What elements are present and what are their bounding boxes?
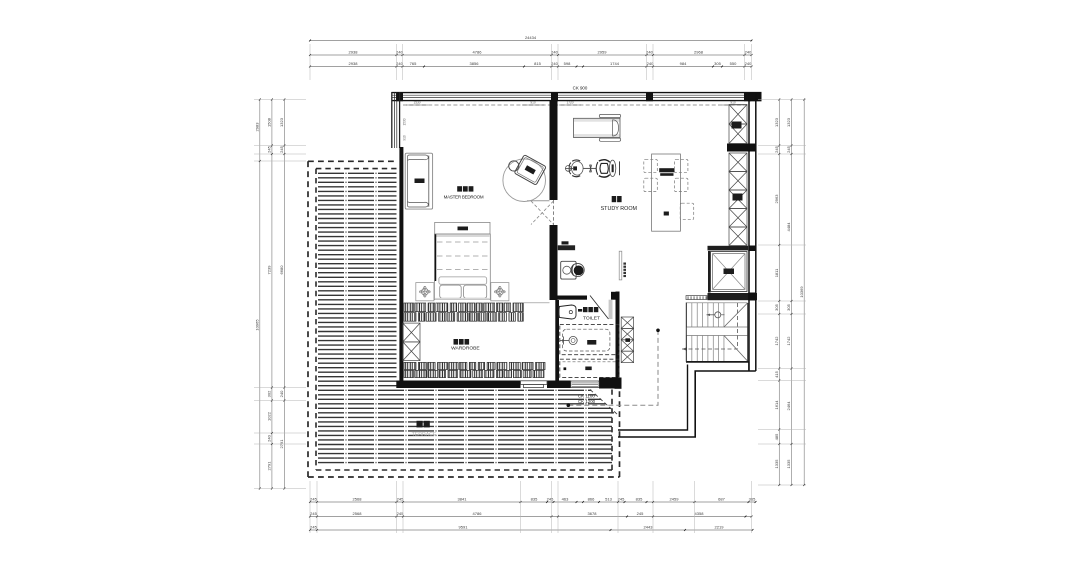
- svg-text:245: 245: [547, 496, 554, 501]
- svg-text:CK 1200: CK 1200: [578, 399, 596, 404]
- svg-text:598: 598: [564, 61, 571, 66]
- svg-text:245: 245: [618, 496, 625, 501]
- svg-text:1335: 1335: [786, 459, 791, 469]
- svg-text:305: 305: [786, 303, 791, 310]
- svg-text:302: 302: [267, 390, 272, 397]
- svg-text:245: 245: [267, 145, 272, 152]
- svg-text:485: 485: [774, 433, 779, 440]
- svg-text:2464: 2464: [786, 401, 791, 411]
- svg-text:2938: 2938: [349, 49, 359, 54]
- svg-text:3678: 3678: [588, 511, 598, 516]
- svg-text:240: 240: [745, 49, 752, 54]
- svg-text:245: 245: [310, 496, 317, 501]
- svg-text:TERRACE: TERRACE: [412, 432, 437, 438]
- svg-text:240: 240: [551, 49, 558, 54]
- svg-text:245: 245: [310, 524, 317, 529]
- svg-text:305: 305: [774, 303, 779, 310]
- svg-text:2219: 2219: [715, 524, 725, 529]
- svg-text:550: 550: [730, 61, 737, 66]
- svg-text:1744: 1744: [610, 61, 620, 66]
- svg-text:910: 910: [530, 100, 536, 104]
- svg-text:6680: 6680: [279, 265, 284, 275]
- svg-text:1323: 1323: [786, 117, 791, 127]
- svg-text:240: 240: [267, 434, 272, 441]
- svg-text:2968: 2968: [694, 49, 704, 54]
- svg-text:240: 240: [647, 61, 654, 66]
- svg-text:2963: 2963: [774, 194, 779, 204]
- svg-text:1323: 1323: [279, 117, 284, 127]
- svg-text:10369: 10369: [799, 286, 804, 298]
- svg-text:245: 245: [637, 511, 644, 516]
- svg-text:4484: 4484: [786, 222, 791, 232]
- svg-text:910: 910: [730, 100, 736, 104]
- svg-text:2791: 2791: [279, 439, 284, 449]
- svg-text:240: 240: [646, 49, 653, 54]
- svg-text:9591: 9591: [459, 524, 469, 529]
- svg-text:7239: 7239: [267, 265, 272, 275]
- svg-text:835: 835: [531, 496, 538, 501]
- svg-text:2443: 2443: [644, 524, 654, 529]
- svg-text:1022: 1022: [267, 411, 272, 421]
- svg-text:866: 866: [588, 496, 595, 501]
- svg-text:10965: 10965: [254, 319, 259, 331]
- svg-text:240: 240: [396, 61, 403, 66]
- svg-text:2568: 2568: [353, 496, 363, 501]
- svg-text:2983: 2983: [254, 122, 259, 132]
- svg-text:1811: 1811: [774, 268, 779, 277]
- svg-text:765: 765: [410, 61, 417, 66]
- svg-text:245: 245: [397, 511, 404, 516]
- svg-text:STUDY ROOM: STUDY ROOM: [601, 206, 638, 212]
- svg-text:240: 240: [279, 390, 284, 397]
- svg-text:1614: 1614: [774, 400, 779, 410]
- svg-text:687: 687: [718, 496, 725, 501]
- svg-text:463: 463: [562, 496, 569, 501]
- svg-text:2568: 2568: [353, 511, 363, 516]
- svg-text:240: 240: [745, 61, 752, 66]
- svg-text:MASTER BEDROOM: MASTER BEDROOM: [444, 194, 484, 199]
- svg-text:1530: 1530: [403, 118, 407, 125]
- svg-text:305: 305: [714, 61, 721, 66]
- svg-text:1508: 1508: [267, 117, 272, 127]
- svg-text:513: 513: [605, 496, 612, 501]
- svg-text:4786: 4786: [473, 49, 483, 54]
- svg-text:TOILET: TOILET: [583, 316, 600, 322]
- svg-text:910: 910: [403, 135, 407, 141]
- svg-text:245: 245: [279, 145, 284, 152]
- svg-text:24434: 24434: [525, 35, 537, 40]
- svg-text:4358: 4358: [695, 511, 705, 516]
- svg-text:1323: 1323: [774, 117, 779, 127]
- svg-text:1335: 1335: [774, 459, 779, 469]
- svg-text:CK 1100: CK 1100: [578, 393, 595, 398]
- svg-text:240: 240: [396, 49, 403, 54]
- svg-text:245: 245: [397, 496, 404, 501]
- svg-text:1742: 1742: [786, 336, 791, 346]
- svg-text:245: 245: [786, 145, 791, 152]
- svg-text:415: 415: [774, 370, 779, 377]
- svg-text:3856: 3856: [470, 61, 480, 66]
- svg-text:3841: 3841: [458, 496, 468, 501]
- svg-text:245: 245: [774, 145, 779, 152]
- svg-text:1530: 1530: [413, 100, 420, 104]
- svg-text:240: 240: [551, 61, 558, 66]
- svg-text:2938: 2938: [349, 61, 359, 66]
- svg-text:365: 365: [749, 496, 756, 501]
- svg-text:835: 835: [636, 496, 643, 501]
- svg-text:CK 900: CK 900: [573, 85, 588, 90]
- svg-text:WARDROBE: WARDROBE: [451, 346, 480, 352]
- svg-text:815: 815: [534, 61, 541, 66]
- svg-text:984: 984: [680, 61, 687, 66]
- svg-text:4786: 4786: [473, 511, 483, 516]
- svg-text:2959: 2959: [598, 49, 608, 54]
- svg-text:2459: 2459: [670, 496, 680, 501]
- svg-text:1742: 1742: [774, 336, 779, 346]
- svg-text:1720: 1720: [566, 100, 573, 104]
- svg-text:2791: 2791: [267, 461, 272, 471]
- svg-text:245: 245: [310, 511, 317, 516]
